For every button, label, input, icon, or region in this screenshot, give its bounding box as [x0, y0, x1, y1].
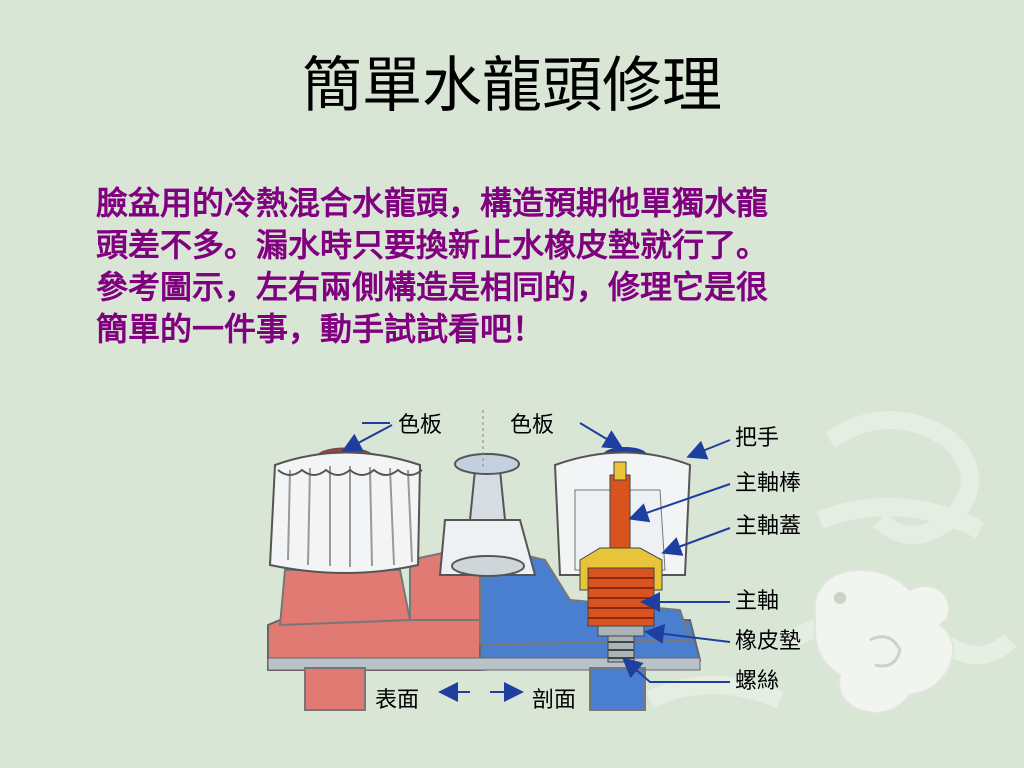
spindle-assembly — [579, 461, 663, 663]
label-section: 剖面 — [532, 688, 576, 713]
paragraph-line: 頭差不多。漏水時只要換新止水橡皮墊就行了。 — [96, 226, 769, 264]
label-spindle-cap: 主軸蓋 — [735, 514, 801, 539]
spout — [438, 453, 537, 577]
left-handle — [268, 447, 423, 574]
label-surface: 表面 — [375, 688, 419, 713]
label-color-plate-right: 色板 — [510, 413, 554, 438]
label-color-plate-left: 色板 — [398, 413, 442, 438]
arrow-spindle-rod — [628, 483, 731, 523]
cold-pipe — [589, 667, 646, 711]
label-handle: 把手 — [735, 426, 779, 451]
arrow-handle — [686, 439, 731, 460]
arrow-color-plate-right — [579, 422, 624, 450]
page-title: 簡單水龍頭修理 — [302, 51, 722, 121]
label-rubber-washer: 橡皮墊 — [735, 629, 801, 654]
arrow-color-plate-left — [341, 424, 393, 452]
callouts: 色板 色板 把手 主軸棒 主軸蓋 主軸 橡皮墊 螺絲 表面 剖面 — [341, 413, 801, 713]
label-screw: 螺絲 — [735, 669, 779, 694]
paragraph-line: 參考圖示，左右兩側構造是相同的，修理它是很 — [96, 268, 769, 306]
arrow-spindle-cap — [661, 527, 731, 556]
label-spindle: 主軸 — [735, 589, 779, 614]
hot-pipe — [304, 667, 366, 711]
paragraph: 臉盆用的冷熱混合水龍頭，構造預期他單獨水龍 頭差不多。漏水時只要換新止水橡皮墊就… — [96, 182, 946, 350]
dragon-emblem-icon — [814, 568, 955, 714]
arrow-screw — [621, 657, 730, 683]
arrow-rubber-washer — [644, 624, 731, 644]
hot-body — [278, 569, 412, 627]
paragraph-line: 簡單的一件事，動手試試看吧！ — [96, 310, 545, 348]
label-spindle-rod: 主軸棒 — [735, 471, 801, 496]
paragraph-line: 臉盆用的冷熱混合水龍頭，構造預期他單獨水龍 — [96, 184, 769, 222]
